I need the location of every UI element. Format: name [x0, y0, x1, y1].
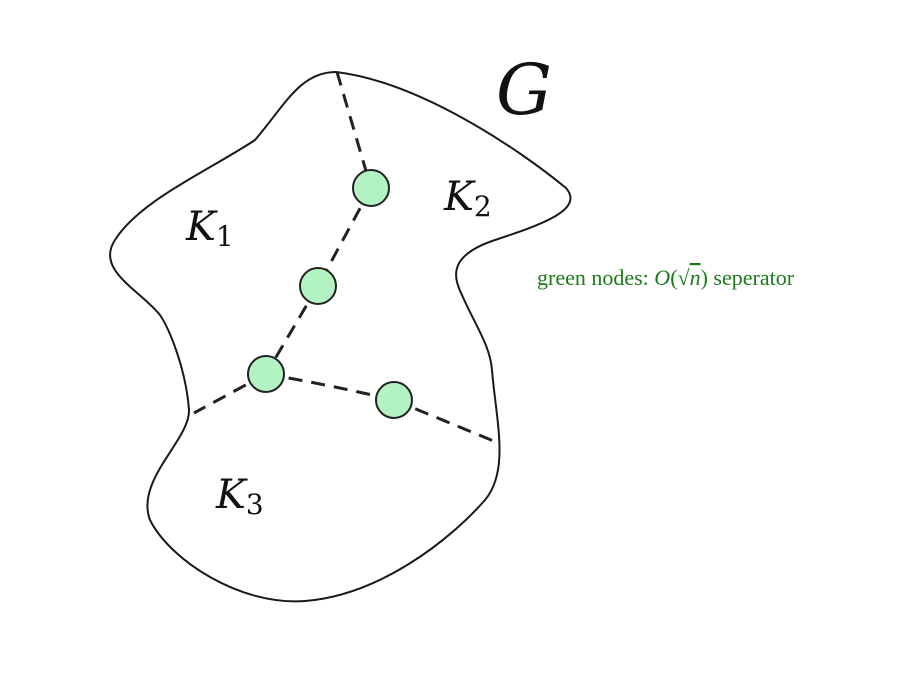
region-letter: K — [443, 174, 476, 220]
graph-outline — [109, 70, 572, 603]
region-letter: K — [185, 204, 218, 250]
region-letter: K — [215, 472, 248, 518]
separator-line-top — [335, 71, 373, 189]
annotation-var: n — [690, 265, 701, 290]
separator-line-right — [393, 398, 497, 444]
annotation-close: ) — [701, 265, 708, 290]
graph-label: G — [496, 49, 552, 131]
region-label-k2: K2 — [443, 174, 492, 223]
annotation-open: ( — [670, 265, 677, 290]
separator-node — [352, 169, 390, 207]
annotation-sqrt: √ — [678, 265, 691, 290]
separator-line-lower — [265, 372, 395, 402]
separator-annotation: green nodes: O(√n) seperator — [537, 265, 795, 290]
region-subscript: 1 — [216, 220, 234, 253]
separator-node — [247, 355, 285, 393]
separator-line-middle — [264, 285, 320, 375]
annotation-func: O — [654, 265, 670, 290]
separator-node — [375, 381, 413, 419]
separator-node — [299, 267, 337, 305]
annotation-suffix: seperator — [708, 265, 795, 290]
annotation-prefix: green nodes: — [537, 265, 654, 290]
region-label-k3: K3 — [215, 472, 264, 521]
region-label-k1: K1 — [185, 204, 234, 253]
region-subscript: 3 — [246, 488, 264, 521]
region-subscript: 2 — [474, 190, 492, 223]
